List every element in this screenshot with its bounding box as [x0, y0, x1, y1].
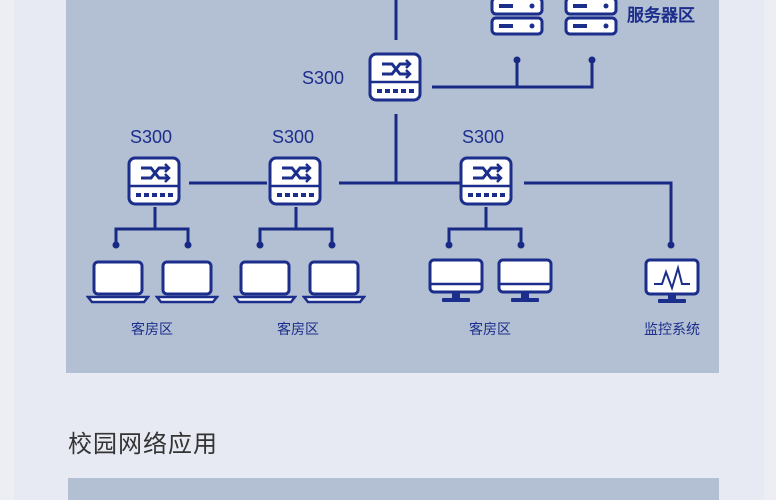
monitoring-label: 监控系统	[644, 322, 700, 338]
connection-dots	[112, 56, 675, 249]
access-switch-3-label: S300	[462, 127, 504, 147]
core-switch-icon	[368, 52, 422, 102]
access-switch-2-label: S300	[272, 127, 314, 147]
core-switch-label: S300	[302, 68, 344, 88]
laptop-icon	[86, 260, 150, 304]
desktop-icon	[428, 258, 484, 304]
access-switch-1-label: S300	[130, 127, 172, 147]
desktop-icon	[497, 258, 553, 304]
server-icon	[490, 0, 544, 36]
access-switch-1-icon	[127, 156, 181, 206]
access-switch-3-icon	[459, 156, 513, 206]
guest-room-1-label: 客房区	[131, 321, 173, 338]
guest-room-3-label: 客房区	[469, 321, 511, 338]
server-zone-label: 服务器区	[627, 5, 695, 26]
next-diagram-panel	[68, 478, 719, 500]
guest-room-2-label: 客房区	[277, 321, 319, 338]
laptop-icon	[233, 260, 297, 304]
laptop-icon	[155, 260, 219, 304]
section-title: 校园网络应用	[68, 431, 218, 458]
access-switch-2-icon	[268, 156, 322, 206]
monitor-display-icon	[644, 258, 700, 304]
connection-lines	[114, 0, 673, 245]
laptop-icon	[302, 260, 366, 304]
server-icon	[564, 0, 618, 36]
